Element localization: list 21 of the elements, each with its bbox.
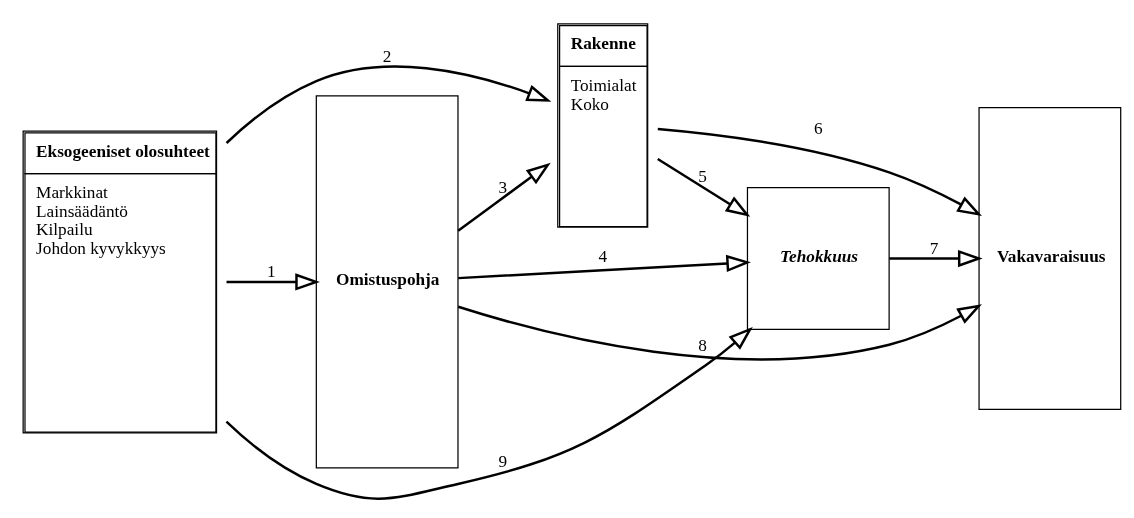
edge-label: 2 — [382, 46, 392, 66]
edge-label: 9 — [498, 451, 508, 471]
node-box: Vakavaraisuus — [978, 107, 1122, 411]
edge-label: 5 — [698, 167, 707, 187]
arrow — [457, 304, 982, 361]
arrow — [889, 249, 983, 268]
edge-label: 1 — [267, 262, 276, 282]
arrow — [657, 127, 982, 216]
edge-label: 4 — [598, 247, 608, 267]
edge-label: 7 — [929, 238, 939, 258]
arrow — [657, 158, 751, 217]
arrow — [225, 326, 753, 500]
arrow — [458, 254, 751, 280]
node-box: Tehokkuus — [746, 187, 890, 330]
arrow — [226, 273, 320, 291]
edge-label: 3 — [498, 178, 508, 198]
edge-label: 6 — [813, 119, 823, 139]
arrow — [225, 65, 552, 144]
arrow — [457, 162, 551, 232]
node-box: Omistuspohja — [315, 95, 459, 469]
edge-label: 8 — [698, 336, 707, 356]
